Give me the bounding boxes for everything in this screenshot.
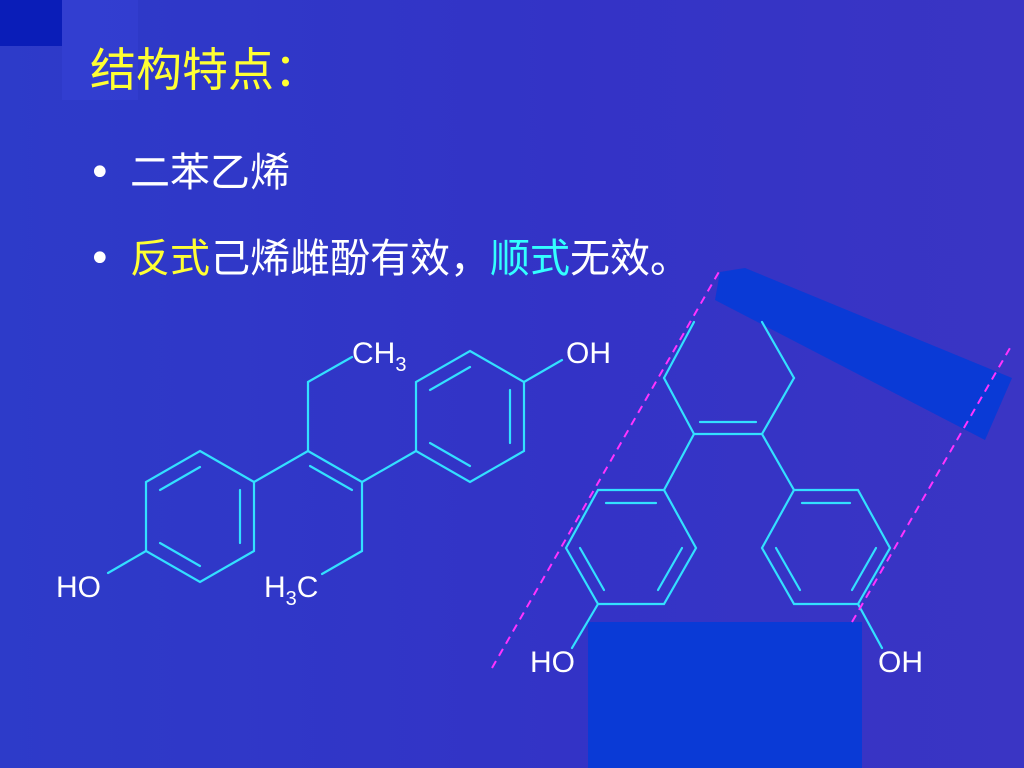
trans-effect-text: 己烯雌酚有效， [210, 236, 490, 282]
trans-left-ring-inner-bond [158, 465, 202, 492]
trans-left-ring [144, 449, 256, 584]
cis-ho-label: HO [530, 646, 575, 679]
cis-ethyl-left-bond [662, 320, 696, 380]
trans-ethyl-top-bond [306, 355, 354, 384]
slide-title: 结构特点： [90, 43, 320, 97]
trans-ethyl-bottom-bond [320, 549, 364, 576]
cis-c1-to-ring-bond [662, 432, 696, 492]
cis-ho-bond [570, 602, 600, 650]
trans-oh-label: OH [566, 337, 611, 370]
cis-ethyl-right-bond [760, 320, 796, 380]
bullet-text-stilbene: 二苯乙烯 [130, 150, 290, 196]
bottom-accent-block [588, 622, 862, 768]
trans-structure [106, 349, 564, 584]
cis-ethyl-left-bond [662, 376, 696, 436]
corner-decoration-block [0, 0, 62, 46]
trans-ho-bond [106, 549, 148, 575]
cis-right-ring [760, 488, 892, 606]
diagonal-accent-bar [715, 268, 1012, 440]
cis-right-ring-inner-bond [850, 546, 878, 592]
cis-effect-text: 无效。 [570, 236, 690, 282]
trans-ho-label: HO [56, 571, 101, 604]
trans-oh-bond [522, 358, 564, 384]
corner-decoration-strip [62, 0, 138, 100]
trans-double-bond-inner [308, 464, 354, 492]
cis-left-ring-inner-bond [656, 546, 684, 592]
cis-right-ring-inner-bond [774, 546, 802, 592]
bullet-symbol: • [88, 150, 112, 196]
trans-label: 反式 [130, 236, 210, 282]
trans-left-ring-inner-bond [158, 541, 202, 568]
trans-right-ring [414, 349, 526, 484]
cis-left-ring [564, 488, 698, 606]
cis-left-ring-inner-bond [578, 546, 606, 592]
trans-ring-to-c1-bond [252, 449, 310, 484]
cis-label: 顺式 [490, 236, 570, 282]
cis-structure [564, 320, 892, 650]
trans-double-bond [306, 449, 364, 484]
trans-right-ring-inner-bond [428, 441, 472, 468]
cis-oh-label: OH [878, 646, 923, 679]
cis-ethyl-right-bond [760, 376, 796, 436]
trans-ch3-label: CH3 [352, 337, 406, 376]
bullet-symbol: • [88, 236, 112, 282]
trans-c2-to-ring-bond [360, 449, 418, 484]
cis-oh-bond [856, 602, 884, 650]
bullet-item-isomer-activity: • 反式己烯雌酚有效，顺式无效。 [88, 226, 690, 284]
trans-h3c-label: H3C [264, 571, 318, 610]
bullet-item-stilbene: • 二苯乙烯 [88, 140, 290, 198]
cis-dashed-guide-left [491, 269, 721, 669]
cis-dashed-guide-right [851, 347, 1011, 623]
cis-c2-to-ring-bond [760, 432, 796, 492]
trans-right-ring-inner-bond [428, 365, 472, 392]
